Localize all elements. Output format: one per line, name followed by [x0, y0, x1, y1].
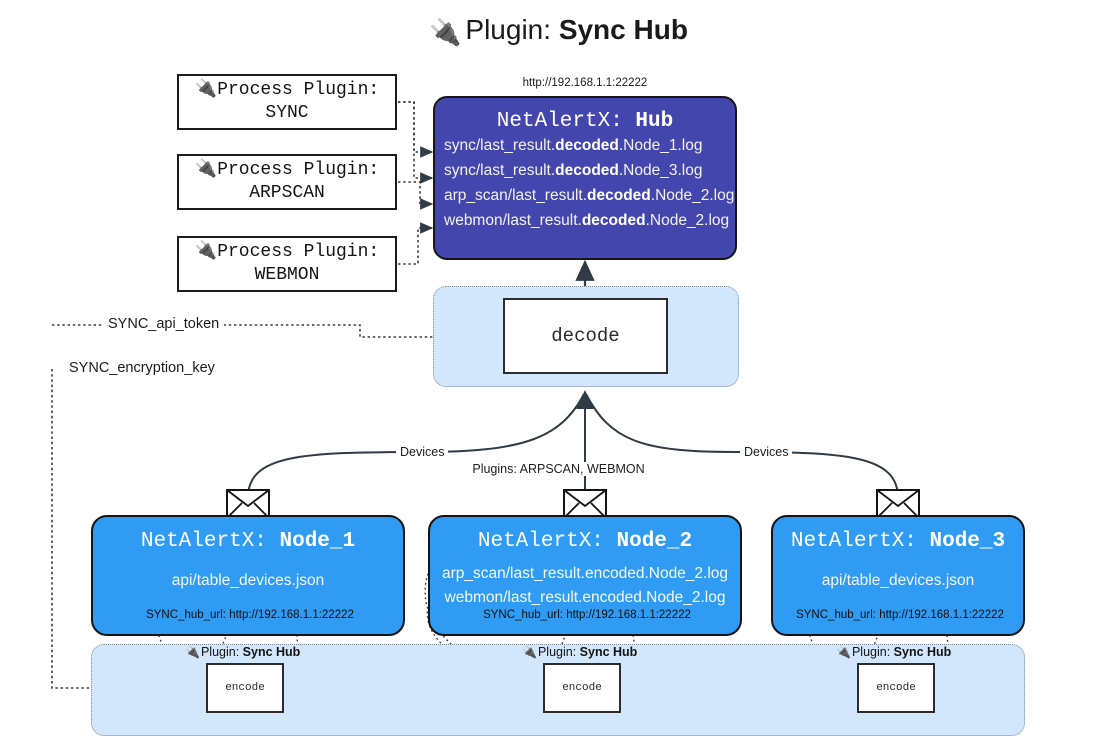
node-line: api/table_devices.json	[821, 572, 975, 589]
decode-box[interactable]: decode	[503, 298, 668, 374]
process-plugin-name: SYNC	[265, 103, 309, 123]
edge-label-plugins: Plugins: ARPSCAN, WEBMON	[0, 462, 1117, 476]
hub-log-4: webmon/last_result.decoded.Node_2.log	[444, 212, 730, 230]
edge-label-devices-right: Devices	[740, 445, 793, 459]
hub-title-name: Hub	[635, 110, 674, 133]
page-title: 🔌Plugin: Sync Hub	[0, 14, 1117, 48]
plug-icon: 🔌	[429, 17, 462, 47]
hub-url-label: http://192.168.1.1:22222	[522, 77, 648, 89]
node-line: api/table_devices.json	[171, 572, 325, 589]
process-plugin-webmon[interactable]: 🔌Process Plugin: WEBMON	[177, 236, 397, 292]
page-title-prefix: Plugin:	[465, 14, 552, 45]
hub-log-1: sync/last_result.decoded.Node_1.log	[444, 137, 703, 154]
node-title-name: Node_2	[616, 530, 693, 553]
node-footer: SYNC_hub_url: http://192.168.1.1:22222	[146, 609, 354, 621]
node-title: NetAlertX: Node_3	[790, 530, 1006, 553]
process-plugin-label: Process Plugin:	[217, 159, 380, 180]
node-title: NetAlertX: Node_1	[140, 530, 356, 553]
page-title-name: Sync Hub	[558, 14, 688, 45]
hub-box[interactable]: NetAlertX: Hub sync/last_result.decoded.…	[433, 96, 737, 260]
plug-icon: 🔌	[194, 159, 218, 180]
node-line: webmon/last_result.encoded.Node_2.log	[444, 589, 726, 607]
node-footer: SYNC_hub_url: http://192.168.1.1:22222	[483, 609, 691, 621]
hub-log-3: arp_scan/last_result.decoded.Node_2.log	[444, 187, 735, 205]
process-plugin-label: Process Plugin:	[217, 79, 380, 100]
node-box-2[interactable]: NetAlertX: Node_2 arp_scan/last_result.e…	[428, 515, 742, 636]
node-title-name: Node_1	[279, 530, 356, 553]
plug-icon: 🔌	[836, 645, 851, 659]
sync-encryption-key-label: SYNC_encryption_key	[64, 360, 220, 376]
plug-icon: 🔌	[522, 645, 537, 659]
hub-log-2: sync/last_result.decoded.Node_3.log	[444, 162, 703, 180]
node-box-1[interactable]: NetAlertX: Node_1 api/table_devices.json…	[91, 515, 405, 636]
plug-icon: 🔌	[185, 645, 200, 659]
hub-title: NetAlertX: Hub	[435, 110, 735, 133]
hub-title-prefix: NetAlertX:	[496, 110, 636, 133]
encoder-caption-3: 🔌Plugin: Sync Hub	[836, 645, 952, 659]
sync-api-token-label: SYNC_api_token	[103, 316, 225, 332]
plug-icon: 🔌	[194, 79, 218, 100]
process-plugin-label: Process Plugin:	[217, 241, 380, 262]
node-box-3[interactable]: NetAlertX: Node_3 api/table_devices.json…	[771, 515, 1025, 636]
process-plugin-name: WEBMON	[254, 265, 320, 285]
edge-label-devices-left: Devices	[396, 445, 449, 459]
process-plugin-sync[interactable]: 🔌Process Plugin: SYNC	[177, 74, 397, 130]
node-title-name: Node_3	[929, 530, 1006, 553]
encoder-caption-1: 🔌Plugin: Sync Hub	[185, 645, 301, 659]
encoder-caption-2: 🔌Plugin: Sync Hub	[522, 645, 638, 659]
node-line: arp_scan/last_result.encoded.Node_2.log	[441, 565, 729, 582]
process-plugin-arpscan[interactable]: 🔌Process Plugin: ARPSCAN	[177, 154, 397, 210]
encode-box-3[interactable]: encode	[857, 663, 935, 713]
encode-box-2[interactable]: encode	[543, 663, 621, 713]
node-title: NetAlertX: Node_2	[477, 530, 693, 553]
plug-icon: 🔌	[194, 241, 218, 262]
process-plugin-name: ARPSCAN	[249, 183, 325, 203]
node-footer: SYNC_hub_url: http://192.168.1.1:22222	[796, 609, 1004, 621]
encode-box-1[interactable]: encode	[206, 663, 284, 713]
